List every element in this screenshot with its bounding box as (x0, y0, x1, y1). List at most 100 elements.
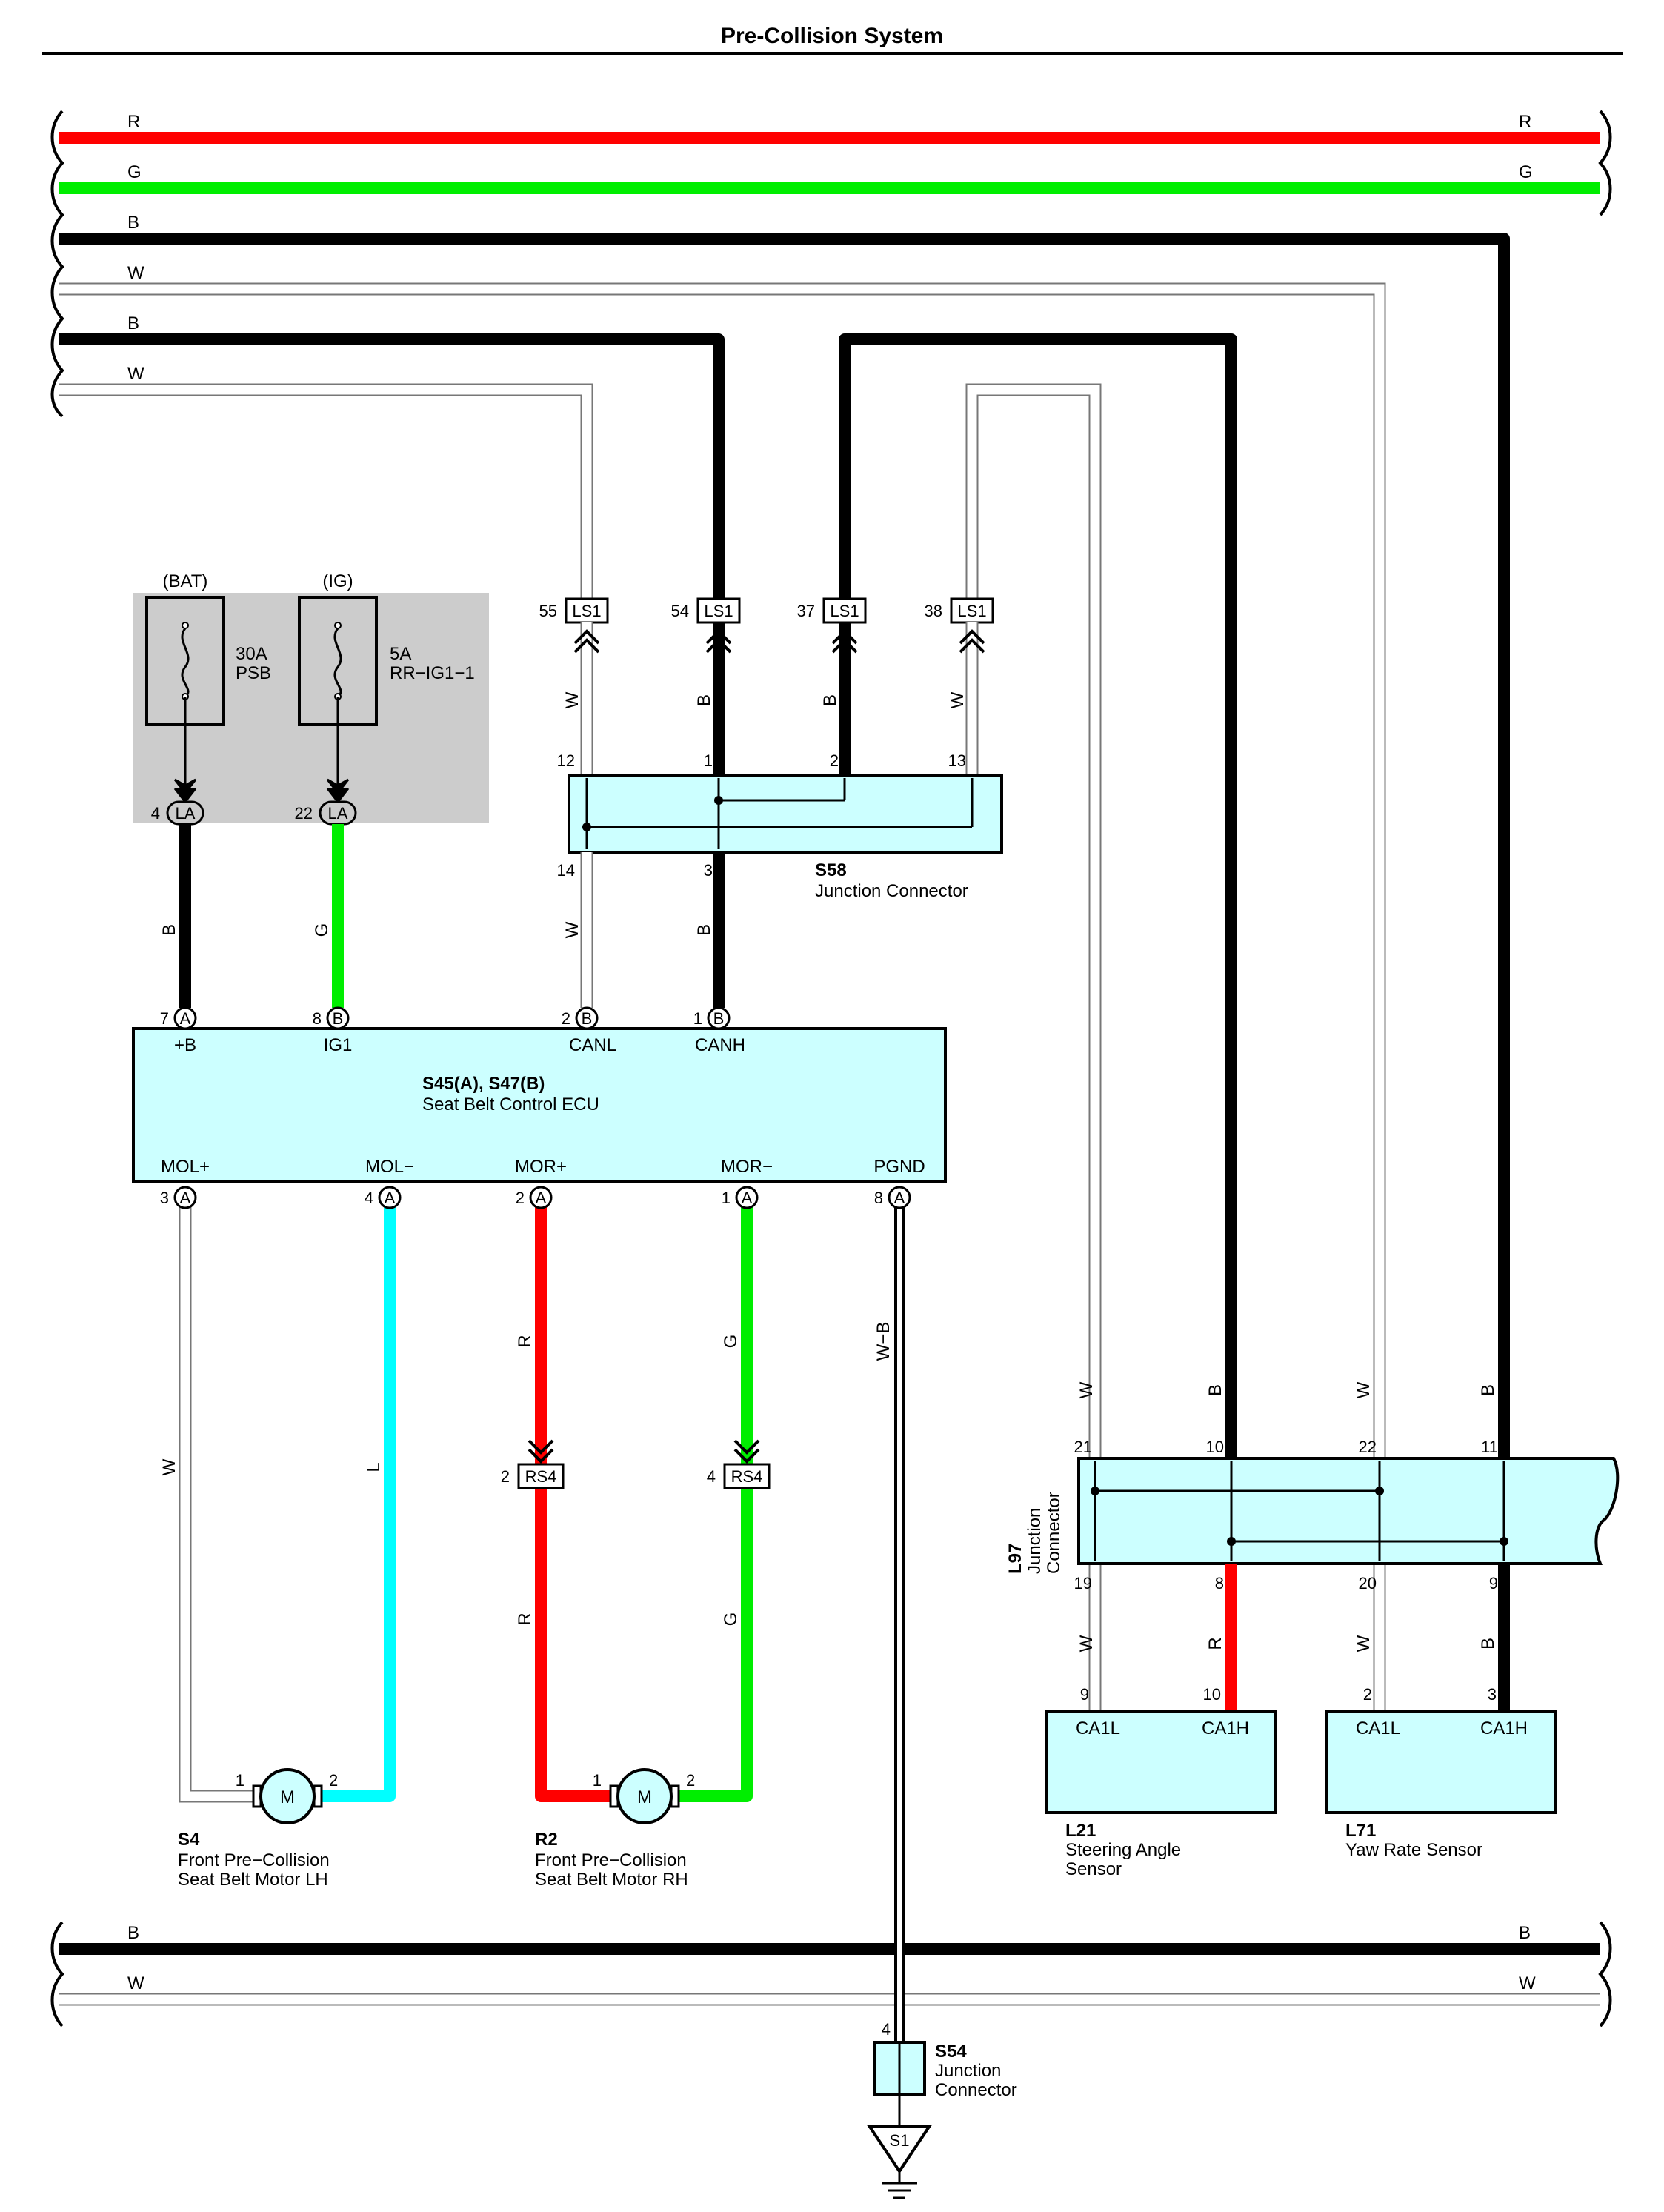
ecu-pin-4-conn: A (385, 1189, 396, 1207)
la-4-pin: 4 (151, 804, 160, 823)
wire-mol-plus (180, 1200, 255, 1801)
ls1-55-label: LS1 (572, 602, 601, 620)
ecu-top-pins: A B B B 7 8 2 1 +B IG1 CANL CANH (160, 1006, 745, 1055)
bus-label-b1: B (127, 213, 139, 233)
s58-pin-14: 14 (557, 861, 575, 880)
ecu-pin-7-conn: A (180, 1009, 191, 1028)
s54-line1: Junction (935, 2061, 1001, 2081)
l21-line1: Steering Angle (1065, 1840, 1181, 1860)
l71-line1: Yaw Rate Sensor (1345, 1840, 1482, 1860)
wire-label-s58-14: W (562, 921, 582, 938)
ecu-pin-7-num: 7 (160, 1009, 169, 1028)
bottom-bus-label-w-right: W (1519, 1973, 1536, 1993)
l21-line2: Sensor (1065, 1859, 1122, 1879)
sensor-l21-steering-angle (1045, 1710, 1277, 1814)
fuse-ig-name: RR−IG1−1 (390, 663, 475, 683)
rs4-2-label: RS4 (525, 1467, 557, 1486)
wire-label-la4: B (159, 924, 179, 936)
la-22-pin: 22 (295, 804, 313, 823)
l97-pin-21: 21 (1074, 1438, 1092, 1456)
wire-label-l97-21: W (1076, 1381, 1096, 1398)
motor-rh-pin1: 1 (593, 1771, 602, 1790)
wire-label-mor-minus: G (721, 1335, 741, 1349)
l97-pin-20: 20 (1359, 1574, 1377, 1592)
bottom-bus-label-w-left: W (127, 1973, 144, 1993)
bottom-bus-label-b-left: B (127, 1923, 139, 1943)
motor-rh-icon (616, 1768, 673, 1824)
l71-label-a: CA1L (1356, 1718, 1400, 1738)
s58-junction-connector (568, 774, 1003, 854)
motor-lh: M 1 2 S4 Front Pre−Collision Seat Belt M… (178, 1768, 338, 1890)
s54-id: S54 (935, 2042, 967, 2062)
bus-wire-b-2 (59, 333, 725, 608)
ecu-pin-3-num: 3 (160, 1189, 169, 1207)
wire-label-l97-19: W (1076, 1635, 1096, 1652)
ecu-pin-1a-conn: A (742, 1189, 753, 1207)
fuse-psb-source: (BAT) (163, 571, 208, 591)
wire-label-mor-plus: R (515, 1335, 535, 1347)
s58-pin-1: 1 (704, 751, 713, 770)
ecu-pin-8-num: 8 (313, 1009, 322, 1028)
l21-pin-a: 9 (1080, 1685, 1089, 1704)
bus-label-w2: W (127, 364, 144, 384)
s58-pin-2: 2 (830, 751, 839, 770)
wire-label-l97-8: R (1205, 1637, 1225, 1650)
ecu-pin-8-conn: B (333, 1009, 344, 1028)
ls1-54-label: LS1 (704, 602, 733, 620)
ground-symbol-icon (882, 2171, 917, 2199)
s58-id: S58 (815, 860, 847, 880)
rs4-4-chevron-icon (733, 1439, 760, 1464)
wire-label-la22: G (312, 923, 332, 937)
rs4-4-pin: 4 (707, 1467, 716, 1486)
s54-line2: Connector (935, 2080, 1017, 2100)
wire-label-l97-9: B (1478, 1638, 1498, 1650)
ls1-38-pin: 38 (925, 602, 942, 620)
ecu-pin-2-num: 2 (562, 1009, 570, 1028)
motor-lh-id: S4 (178, 1830, 200, 1850)
motor-rh-symbol: M (637, 1787, 652, 1807)
l21-id: L21 (1065, 1821, 1096, 1841)
ls1-chevrons (573, 629, 985, 654)
wire-label-ls1-37: B (820, 694, 840, 706)
l97-pin-9: 9 (1489, 1574, 1498, 1592)
ecu-label-mor-minus: MOR− (721, 1157, 773, 1177)
l97-pin-10: 10 (1206, 1438, 1224, 1456)
s58-name: Junction Connector (815, 881, 968, 901)
l97-id: L97 (1005, 1544, 1025, 1574)
wire-label-mol-plus: W (159, 1458, 179, 1475)
rs4-2-box (517, 1463, 565, 1489)
wire-label-rs4-2: R (515, 1612, 535, 1625)
s58-pin-13: 13 (948, 751, 966, 770)
fuse-psb-amp: 30A (236, 644, 267, 664)
break-mark-right-bottom (1598, 1921, 1612, 2027)
ecu-pin-4-num: 4 (365, 1189, 373, 1207)
rs4-2-pin: 2 (501, 1467, 510, 1486)
ecu-pin-2a-num: 2 (516, 1189, 525, 1207)
l21-pin-b: 10 (1203, 1685, 1221, 1704)
l97-pin-8: 8 (1215, 1574, 1224, 1592)
break-mark-right-top (1598, 110, 1612, 216)
l71-label-b: CA1H (1480, 1718, 1528, 1738)
ecu-pin-3-conn: A (180, 1189, 191, 1207)
bottom-bus-label-b-right: B (1519, 1923, 1531, 1943)
motor-rh: M 1 2 R2 Front Pre−Collision Seat Belt M… (535, 1768, 695, 1890)
wire-label-pgnd: W−B (873, 1322, 893, 1361)
seat-belt-control-ecu (132, 1027, 947, 1183)
ecu-id: S45(A), S47(B) (422, 1074, 545, 1094)
l97-line2: Connector (1044, 1492, 1064, 1574)
wire-label-ls1-38: W (948, 691, 968, 708)
wire-label-s58-3: B (694, 924, 714, 936)
rs4-4-box (723, 1463, 771, 1489)
l97-pin-19: 19 (1074, 1574, 1092, 1592)
s54-pin: 4 (882, 2020, 891, 2039)
ecu-pin-8a-conn: A (894, 1189, 905, 1207)
ecu-label-mol-minus: MOL− (365, 1157, 414, 1177)
l97-pin-22: 22 (1359, 1438, 1377, 1456)
break-mark-left-bottom (50, 1921, 64, 2027)
ecu-label-ig1: IG1 (324, 1035, 353, 1055)
ls1-37-box (822, 597, 867, 624)
l21-label-b: CA1H (1202, 1718, 1249, 1738)
wire-label-l97-22: W (1354, 1381, 1374, 1398)
motor-rh-pin2: 2 (686, 1771, 695, 1790)
ecu-pin-1-conn: B (713, 1009, 725, 1028)
